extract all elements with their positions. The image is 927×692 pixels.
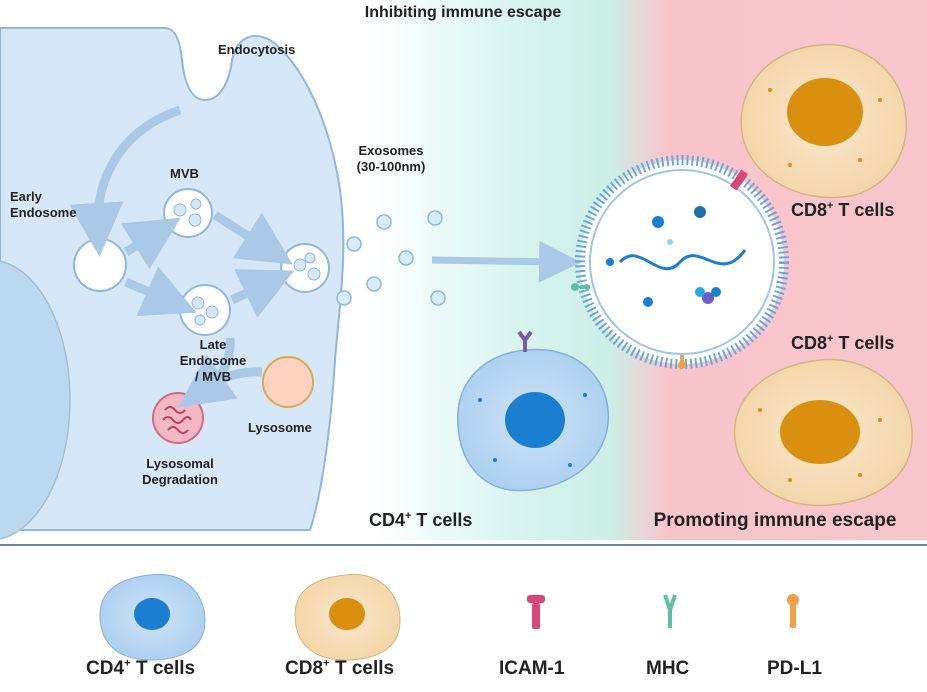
label-cd4-cells: CD4+ T cells	[369, 510, 472, 531]
label-lysosome: Lysosome	[248, 420, 312, 435]
cd8-cell-top	[740, 43, 907, 199]
label-cd8-mid-sup: +	[827, 333, 834, 345]
label-exosomes: Exosomes (30-100nm)	[357, 143, 426, 175]
label-late-endosome-line1: Late	[199, 337, 227, 352]
label-cd8-top-prefix: CD8	[791, 200, 828, 220]
legend-icam-label: ICAM-1	[499, 658, 565, 679]
legend-cd4-suffix: T cells	[130, 658, 196, 679]
label-lysosomal-degradation-line1: Lysosomal	[146, 456, 214, 471]
label-mvb: MVB	[170, 166, 199, 181]
arrow-late-to-membrane	[230, 269, 295, 318]
label-cd8-mid-suffix: T cells	[833, 333, 895, 353]
degradation-vesicle	[152, 392, 204, 444]
label-cd8-top: CD8+ T cells	[791, 200, 894, 221]
label-cd8-mid-prefix: CD8	[791, 333, 828, 353]
arrow-late-to-degradation	[202, 337, 235, 396]
label-cd8-top-suffix: T cells	[833, 200, 895, 220]
label-exosomes-line2: (30-100nm)	[356, 159, 426, 174]
label-cd4-suffix: T cells	[411, 510, 473, 530]
label-early-endosome: Early Endosome	[10, 189, 76, 221]
mvb-top	[163, 188, 213, 238]
legend-cd8-prefix: CD8	[285, 658, 324, 679]
legend-cd4-sup: +	[124, 657, 131, 670]
label-endocytosis: Endocytosis	[218, 42, 296, 57]
legend-icam-icon	[527, 595, 545, 629]
cd8-cell-bottom	[733, 358, 913, 507]
legend-cd4-prefix: CD4	[86, 658, 125, 679]
cd4-cell	[457, 330, 610, 492]
legend-mhc-label: MHC	[646, 658, 690, 679]
late-endosome	[179, 284, 231, 336]
bottom-title: Promoting immune escape	[653, 510, 897, 531]
label-early-endosome-line1: Early	[10, 189, 42, 204]
legend-mhc-icon	[663, 594, 677, 628]
lysosome	[262, 356, 314, 408]
arrow-to-mvb	[120, 217, 181, 270]
label-lysosomal-degradation: Lysosomal Degradation	[142, 456, 218, 488]
legend-cd8-suffix: T cells	[329, 658, 395, 679]
legend-cd4-icon	[99, 573, 206, 661]
label-cd8-mid: CD8+ T cells	[791, 333, 894, 354]
label-late-endosome: Late Endosome / MVB	[180, 337, 246, 385]
exosome-cloud	[336, 210, 446, 306]
arrow-endocytosis	[69, 105, 182, 257]
arrow-to-exosome	[431, 240, 581, 283]
legend-cd8-icon	[294, 573, 401, 661]
mhc-receptor-exosome	[571, 283, 590, 291]
label-early-endosome-line2: Endosome	[10, 205, 77, 220]
legend-pdl1-icon	[787, 594, 799, 628]
icam-receptor-exosome	[729, 169, 749, 191]
legend-pdl1-label: PD-L1	[767, 658, 822, 679]
legend-cd8-sup: +	[323, 657, 330, 670]
tumor-nucleus	[0, 260, 71, 540]
mvb-fusing	[280, 243, 330, 293]
label-exosomes-line1: Exosomes	[358, 143, 424, 158]
label-late-endosome-line2: Endosome	[179, 353, 247, 368]
legend-cd8-label: CD8+ T cells	[285, 658, 394, 680]
early-endosome	[73, 238, 127, 292]
top-title: Inhibiting immune escape	[364, 4, 562, 21]
label-cd4-sup: +	[405, 510, 412, 522]
label-lysosomal-degradation-line2: Degradation	[142, 472, 218, 487]
label-late-endosome-line3: / MVB	[194, 369, 232, 384]
arrow-mvb-to-membrane	[212, 211, 293, 265]
exosome-detail	[575, 155, 789, 369]
legend-cd4-label: CD4+ T cells	[86, 658, 195, 680]
arrow-to-late	[124, 266, 197, 316]
label-cd4-prefix: CD4	[369, 510, 406, 530]
pdl1-receptor-exosome	[678, 355, 686, 369]
label-cd8-top-sup: +	[827, 200, 834, 212]
